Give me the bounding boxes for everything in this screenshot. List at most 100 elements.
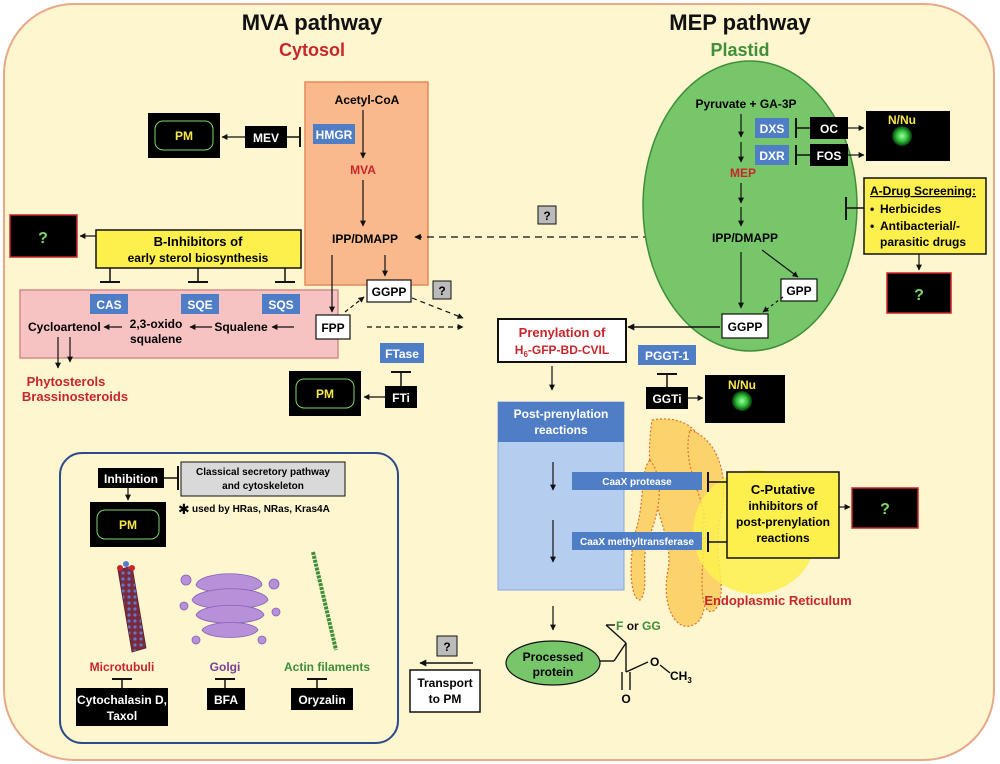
- cytosol-ggpp-label: GGPP: [372, 285, 407, 299]
- caax-protease-label: CaaX protease: [602, 477, 672, 488]
- golgi-label: Golgi: [210, 660, 241, 674]
- putative-title-4: reactions: [756, 531, 810, 545]
- putative-inhibitors-callout: [726, 471, 840, 559]
- classical-pathway-box: [180, 461, 346, 497]
- transport-unknown-label: ?: [443, 640, 450, 654]
- classical-pathway-label-1: Classical secretory pathway: [196, 467, 330, 478]
- caax-protease-enzyme[interactable]: [572, 472, 702, 490]
- plastid-ipp-dmapp-label: IPP/DMAPP: [712, 231, 778, 245]
- transport-box: [409, 669, 481, 713]
- hmgr-enzyme[interactable]: [313, 124, 355, 144]
- microtubuli-label: Microtubuli: [90, 660, 155, 674]
- inhibition-label: Inhibition: [104, 472, 158, 486]
- putative-unknown-box: [851, 487, 919, 529]
- fti-label: FTi: [392, 391, 410, 405]
- taxol-label: Taxol: [107, 709, 137, 723]
- caax-mt-label: CaaX methyltransferase: [580, 537, 694, 548]
- hmgr-label: HMGR: [316, 128, 353, 142]
- caax-mt-enzyme[interactable]: [572, 532, 702, 550]
- ggti-label: GGTi: [652, 392, 681, 406]
- post-prenylation-title-2: reactions: [534, 423, 588, 437]
- dashed-ggpp-prenylation: [411, 297, 464, 319]
- phytosterols-label: Phytosterols: [27, 374, 106, 389]
- putative-unknown-label: ?: [880, 501, 890, 518]
- pm-label-top: PM: [175, 129, 193, 143]
- pm-outline-fti: [295, 378, 355, 409]
- dashed-gpp-ggpp: [762, 296, 784, 313]
- pm-label-fti: PM: [316, 387, 334, 401]
- sqs-enzyme[interactable]: [262, 294, 300, 314]
- unknown-left-label: ?: [38, 230, 48, 247]
- mev-label: MEV: [253, 131, 279, 145]
- fti-inhibitor[interactable]: [385, 386, 417, 408]
- pm-outline-panel: [96, 509, 160, 540]
- ras-note: used by HRas, NRas, Kras4A: [192, 504, 330, 515]
- drug-unknown-label: ?: [914, 287, 924, 304]
- sqe-label: SQE: [187, 298, 212, 312]
- cytosol-ggpp-box: [366, 279, 412, 303]
- oryzalin-inhibitor[interactable]: [291, 688, 353, 710]
- sqe-enzyme[interactable]: [181, 294, 219, 314]
- pyruvate-label: Pyruvate + GA-3P: [695, 97, 796, 111]
- unknown-center-box: [537, 205, 557, 225]
- prenylation-box: [497, 318, 627, 363]
- nucleus-glow-top: [892, 126, 912, 146]
- ester-methyl-bond: [659, 664, 671, 674]
- drug-item-herbicides: Herbicides: [880, 202, 942, 216]
- cytosol-mva-box: [304, 81, 429, 286]
- drug-screening-title: A-Drug Screening:: [870, 184, 976, 198]
- processed-label-1: Processed: [523, 650, 584, 664]
- plastid-ggpp-label: GGPP: [728, 320, 763, 334]
- mva-pathway-title: MVA pathway: [242, 10, 383, 35]
- nucleus-glow-ggti: [732, 391, 752, 411]
- er-label: Endoplasmic Reticulum: [704, 593, 851, 608]
- post-prenylation-header: [498, 402, 624, 442]
- post-prenylation-title-1: Post-prenylation: [514, 407, 609, 421]
- mep-pathway-title: MEP pathway: [669, 10, 811, 35]
- prenyl-group-label: F or GG: [616, 619, 661, 633]
- ggti-inhibitor[interactable]: [646, 387, 688, 409]
- cas-enzyme[interactable]: [90, 294, 128, 314]
- oc-inhibitor[interactable]: [810, 117, 848, 139]
- plastid-label: Plastid: [710, 40, 769, 60]
- transport-label-1: Transport: [417, 676, 472, 690]
- pm-label-panel: PM: [119, 518, 137, 532]
- methyl-label: CH3: [670, 669, 692, 685]
- sterol-inhibitors-title: B-Inhibitors of: [154, 234, 243, 249]
- oxygen-label: O: [621, 692, 630, 706]
- mva-label: MVA: [350, 163, 376, 177]
- golgi-illustration: [179, 573, 281, 645]
- ftase-enzyme[interactable]: [380, 343, 424, 363]
- oxygen-ester-label: O: [650, 655, 659, 669]
- cycloartenol-label: Cycloartenol: [28, 320, 101, 334]
- mev-inhibitor[interactable]: [245, 126, 287, 148]
- pggt-enzyme[interactable]: [638, 345, 696, 365]
- nu-label-ggti: N/Nu: [728, 378, 756, 392]
- inhibition-label-box: [98, 468, 164, 488]
- plastid-ggpp-box: [721, 313, 769, 339]
- drug-bullet-1: •: [870, 202, 874, 216]
- oryzalin-label: Oryzalin: [298, 693, 345, 707]
- actin-label: Actin filaments: [284, 660, 370, 674]
- fpp-label: FPP: [321, 321, 344, 335]
- transport-label-2: to PM: [429, 692, 462, 706]
- pggt-label: PGGT-1: [645, 349, 689, 363]
- oxidosqualene-label-1: 2,3-oxido: [130, 317, 183, 331]
- fos-inhibitor[interactable]: [810, 144, 848, 166]
- prenylation-substrate: H6-GFP-BD-CVIL: [515, 343, 609, 359]
- oc-label: OC: [820, 122, 838, 136]
- squalene-label: Squalene: [214, 320, 268, 334]
- bfa-inhibitor[interactable]: [207, 688, 245, 710]
- cytochalasin-taxol-inhibitor[interactable]: [76, 688, 168, 726]
- er-illustration: [630, 418, 725, 627]
- transport-unknown-box: [436, 635, 458, 657]
- pm-outline-top: [154, 120, 214, 151]
- dxr-enzyme[interactable]: [755, 145, 789, 165]
- microtubule-illustration: [117, 561, 147, 653]
- prenylation-title: Prenylation of: [519, 325, 606, 340]
- unknown-small-label: ?: [438, 284, 445, 298]
- drug-item-parasitic: parasitic drugs: [880, 235, 966, 249]
- dxs-enzyme[interactable]: [755, 118, 789, 138]
- sqs-label: SQS: [268, 298, 293, 312]
